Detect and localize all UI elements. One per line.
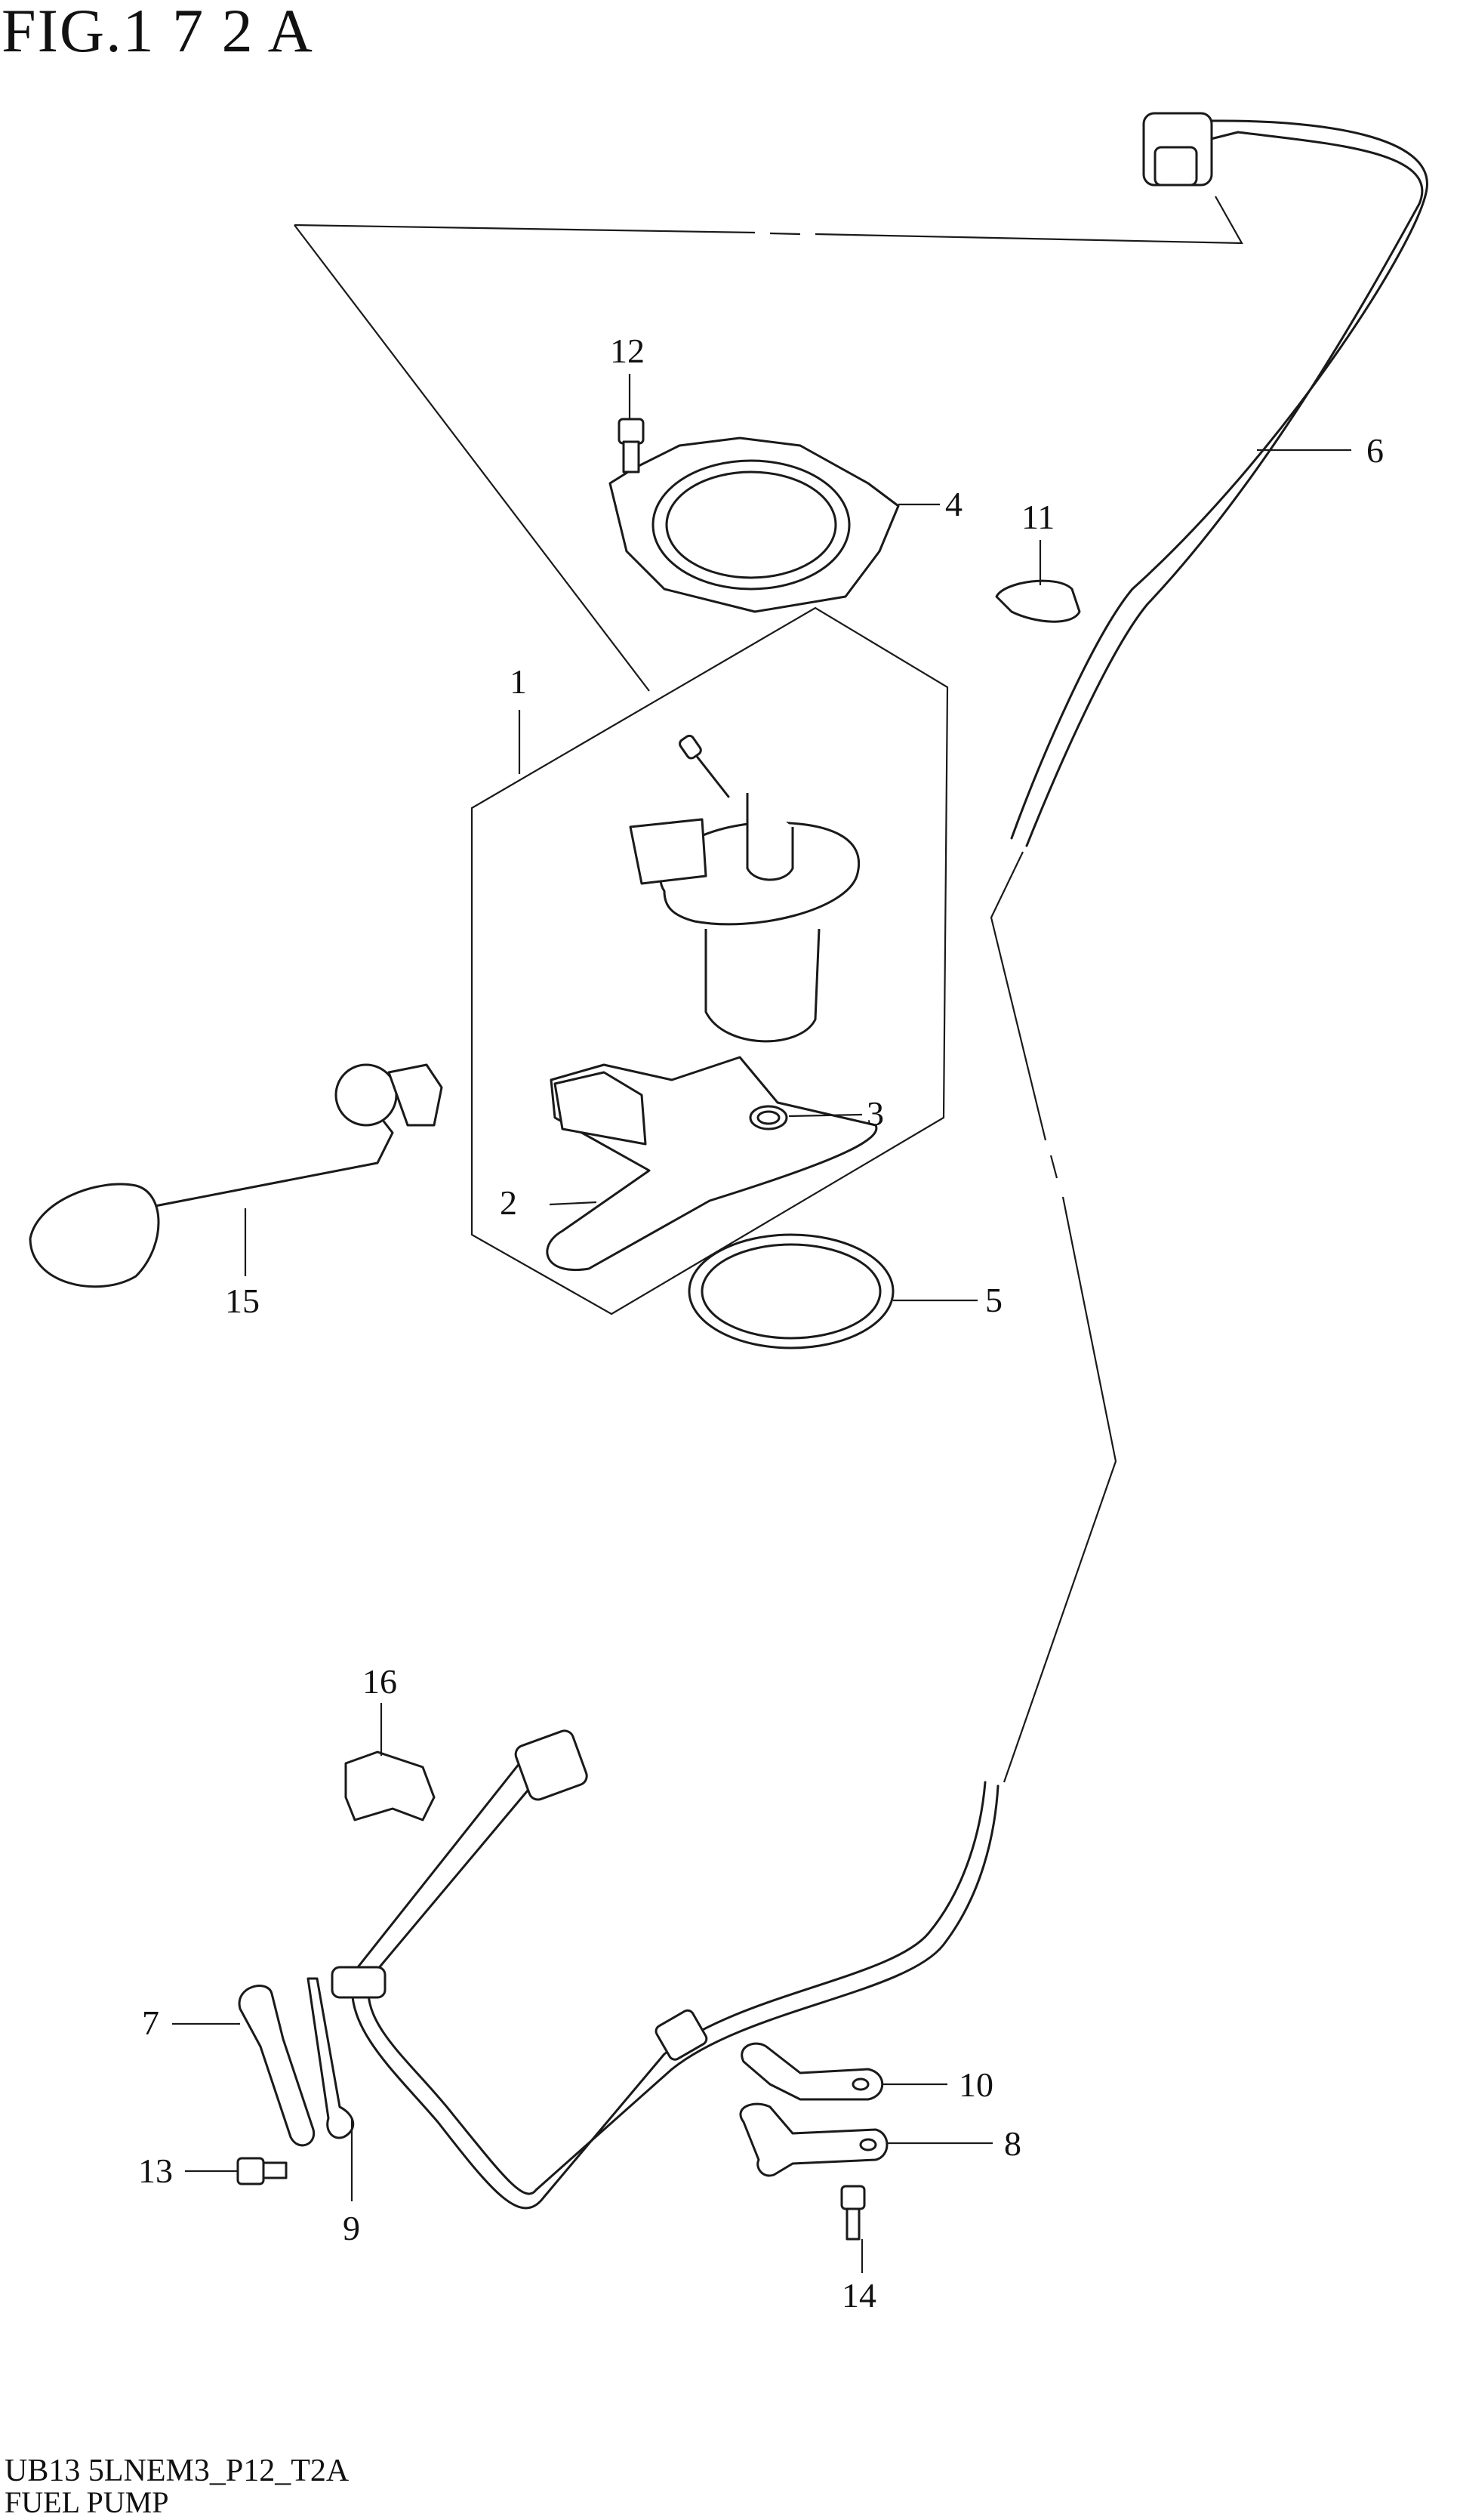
callout-6: 6 bbox=[1366, 431, 1384, 470]
clip-strap[interactable] bbox=[306, 1977, 355, 2139]
bolt-12[interactable] bbox=[618, 418, 645, 473]
large-gasket[interactable] bbox=[688, 1233, 895, 1349]
callout-1: 1 bbox=[510, 662, 527, 701]
fuel-level-sender[interactable] bbox=[29, 1063, 443, 1288]
hose-clamp-bracket[interactable] bbox=[238, 1985, 316, 2147]
callout-7: 7 bbox=[142, 2003, 159, 2042]
diagram-code: UB13 5LNEM3_P12_T2A bbox=[5, 2454, 350, 2488]
bolt-14[interactable] bbox=[840, 2185, 866, 2241]
callout-12: 12 bbox=[610, 332, 645, 370]
callout-leaders bbox=[172, 374, 1351, 2273]
diagram-name: FUEL PUMP bbox=[5, 2485, 169, 2519]
bracket-10[interactable] bbox=[741, 2042, 884, 2101]
callout-8: 8 bbox=[1004, 2124, 1021, 2163]
bolt-13[interactable] bbox=[236, 2157, 288, 2185]
callout-2: 2 bbox=[500, 1183, 517, 1222]
callout-11: 11 bbox=[1021, 498, 1055, 536]
lower-fuel-hose[interactable] bbox=[331, 1729, 1000, 2210]
pump-retaining-plate[interactable] bbox=[608, 436, 900, 613]
bracket-8[interactable] bbox=[739, 2102, 889, 2177]
callout-13: 13 bbox=[138, 2151, 173, 2190]
callout-14: 14 bbox=[842, 2276, 876, 2315]
callout-15: 15 bbox=[225, 1282, 260, 1320]
figure-title: FIG.1 7 2 A bbox=[2, 0, 314, 65]
fuel-pump-assembly[interactable] bbox=[470, 606, 949, 1316]
callout-10: 10 bbox=[959, 2065, 993, 2104]
callout-5: 5 bbox=[985, 1281, 1003, 1319]
hose-clip-16[interactable] bbox=[344, 1750, 436, 1821]
pump-bracket[interactable] bbox=[546, 1056, 878, 1271]
small-clip[interactable] bbox=[995, 579, 1081, 623]
upper-fuel-hose[interactable] bbox=[1010, 112, 1428, 847]
reference-lines bbox=[294, 196, 1243, 1783]
callout-3: 3 bbox=[867, 1094, 884, 1133]
callout-labels: 1 2 3 4 5 6 7 8 9 10 11 12 13 14 15 16 bbox=[138, 332, 1384, 2315]
callout-9: 9 bbox=[343, 2209, 360, 2247]
callout-16: 16 bbox=[362, 1662, 397, 1701]
small-o-ring[interactable] bbox=[749, 1105, 788, 1130]
callout-4: 4 bbox=[945, 485, 963, 523]
